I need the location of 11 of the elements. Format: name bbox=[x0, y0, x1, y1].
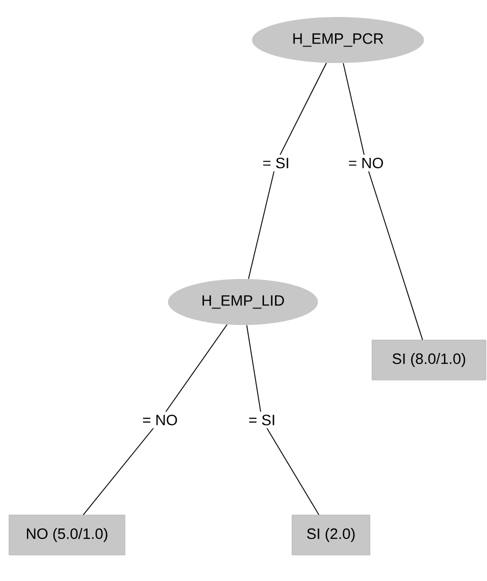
leaf-box: SI (8.0/1.0) bbox=[372, 340, 486, 380]
leaf-box: SI (2.0) bbox=[292, 514, 370, 556]
edge-label: = NO bbox=[139, 412, 181, 428]
leaf-box: NO (5.0/1.0) bbox=[8, 514, 126, 556]
edge-label: = SI bbox=[245, 412, 279, 428]
edge-label: = SI bbox=[259, 154, 293, 172]
branch-line bbox=[82, 324, 228, 516]
branch-line bbox=[342, 62, 423, 340]
edge-label: = NO bbox=[345, 154, 387, 172]
branch-line bbox=[248, 62, 327, 280]
branch-line bbox=[246, 324, 320, 516]
